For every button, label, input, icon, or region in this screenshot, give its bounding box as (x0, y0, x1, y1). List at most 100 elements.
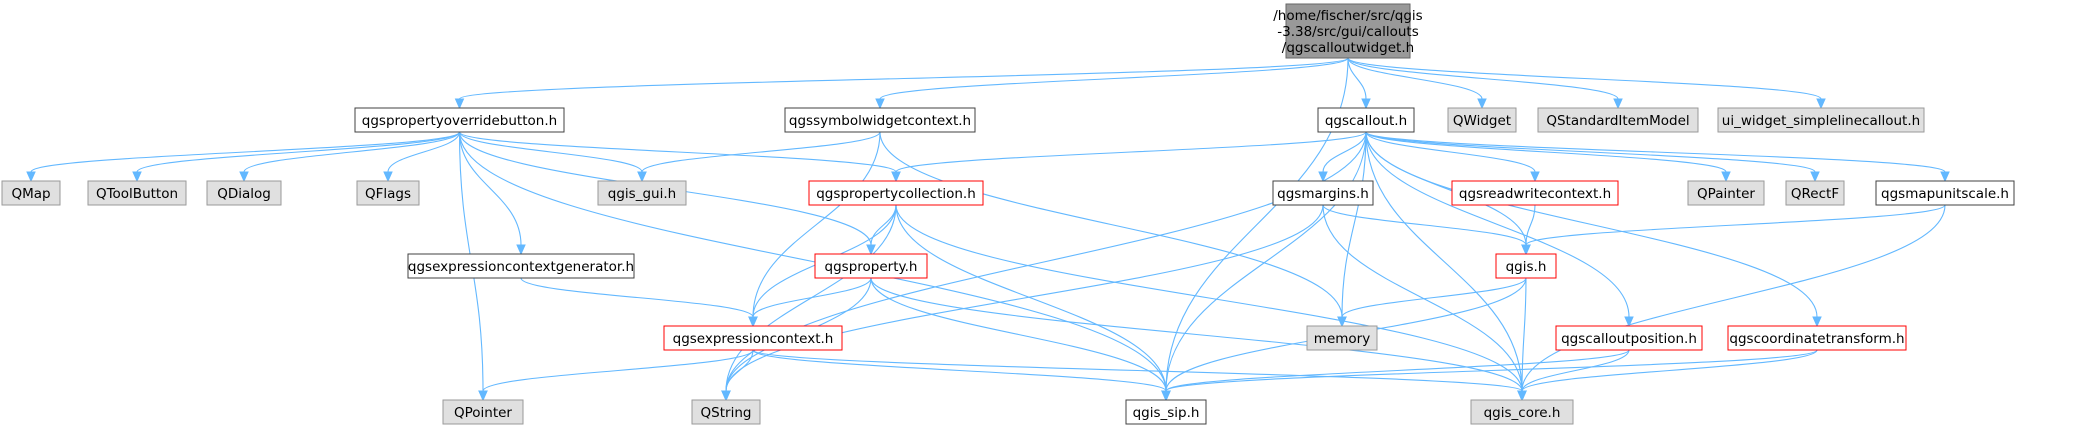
node-label: /home/fischer/src/qgis (1273, 8, 1422, 24)
edge-line (752, 131, 881, 318)
edge-line (1165, 131, 1367, 392)
node-label: QPointer (454, 405, 512, 421)
node-qgis_sip[interactable]: qgis_sip.h (1125, 399, 1207, 425)
node-label: qgspropertycollection.h (816, 186, 976, 202)
node-qgis_gui[interactable]: qgis_gui.h (597, 180, 687, 206)
node-box (1451, 180, 1619, 206)
edge-line (879, 131, 1343, 318)
edge-arrowhead (1477, 98, 1487, 110)
edge-qgscallout-to-qgsmargins (1318, 131, 1367, 183)
edge-line (1322, 204, 1527, 246)
node-QStandardItemModel[interactable]: QStandardItemModel (1537, 107, 1699, 133)
node-qgspropertycollection[interactable]: qgspropertycollection.h (808, 180, 984, 206)
node-qgscoordinatetransform[interactable]: qgscoordinatetransform.h (1727, 325, 1907, 351)
edge-line (1365, 131, 1816, 173)
node-root[interactable]: /home/fischer/src/qgis-3.38/src/gui/call… (1273, 3, 1423, 59)
node-label: memory (1314, 331, 1370, 347)
edge-line (1165, 349, 1818, 392)
edge-arrowhead (748, 316, 758, 328)
edge-line (458, 131, 643, 173)
node-qgsmapunitscale[interactable]: qgsmapunitscale.h (1875, 180, 2015, 206)
edge-root-to-qgscallout (1347, 57, 1371, 110)
node-label: qgis_core.h (1484, 405, 1561, 421)
edge-line (1521, 349, 1818, 392)
edge-qgspropertyoverridebutton-to-QFlags (383, 131, 461, 183)
node-qgspropertyoverridebutton[interactable]: qgspropertyoverridebutton.h (354, 107, 565, 133)
node-QPointer[interactable]: QPointer (442, 399, 524, 425)
node-QPainter[interactable]: QPainter (1687, 180, 1765, 206)
edge-arrowhead (26, 171, 36, 183)
node-ui_widget[interactable]: ui_widget_simplelinecallout.h (1717, 107, 1925, 133)
node-qgssymbolwidgetcontext[interactable]: qgssymbolwidgetcontext.h (784, 107, 976, 133)
nodes-layer: /home/fischer/src/qgis-3.38/src/gui/call… (1, 3, 2015, 425)
node-label: qgsproperty.h (825, 259, 918, 275)
node-qgscallout[interactable]: qgscallout.h (1317, 107, 1415, 133)
edge-line (1521, 277, 1527, 392)
edge-qgscallout-to-qgscalloutposition (1365, 131, 1634, 328)
edges-layer (26, 57, 1950, 402)
edge-qgsproperty-to-qgsexpressioncontext (748, 277, 872, 328)
node-box (1285, 3, 1411, 59)
edge-line (870, 277, 1523, 392)
edge-line (1365, 131, 1946, 173)
edge-qgsexpressioncontext-to-qgis_sip (752, 349, 1171, 402)
node-label: QFlags (365, 186, 411, 202)
node-label: QString (701, 405, 752, 421)
edge-arrowhead (1517, 390, 1527, 402)
edge-qgscoordinatetransform-to-qgis_sip (1161, 349, 1818, 402)
edge-qgscoordinatetransform-to-qgis_core (1517, 349, 1818, 402)
edge-line (1521, 204, 1946, 392)
edge-arrowhead (1812, 316, 1822, 328)
edge-qgsexpressioncontextgenerator-to-qgsexpressioncontext (520, 277, 758, 328)
edge-line (458, 131, 522, 246)
edge-line (482, 349, 754, 392)
node-QString[interactable]: QString (691, 399, 761, 425)
edge-line (725, 349, 754, 392)
node-box (1317, 107, 1415, 133)
edge-line (752, 349, 1523, 392)
node-qgsmargins[interactable]: qgsmargins.h (1272, 180, 1374, 206)
node-label: qgscallout.h (1325, 113, 1407, 129)
edge-arrowhead (637, 171, 647, 183)
edge-qgsmargins-to-QString (721, 204, 1324, 402)
node-QDialog[interactable]: QDialog (206, 180, 282, 206)
edge-line (30, 131, 461, 173)
edge-line (895, 204, 1523, 392)
node-QToolButton[interactable]: QToolButton (87, 180, 187, 206)
edge-line (243, 131, 461, 173)
edge-arrowhead (478, 390, 488, 402)
node-QWidget[interactable]: QWidget (1447, 107, 1517, 133)
edge-arrowhead (454, 98, 465, 110)
edge-line (387, 131, 461, 173)
node-qgsproperty[interactable]: qgsproperty.h (814, 253, 928, 279)
edge-qgscallout-to-qgsreadwritecontext (1365, 131, 1540, 183)
node-label: ui_widget_simplelinecallout.h (1722, 113, 1920, 129)
node-qgscalloutposition[interactable]: qgscalloutposition.h (1555, 325, 1703, 351)
edge-root-to-qgspropertyoverridebutton (454, 57, 1349, 110)
edge-qgscallout-to-qgscoordinatetransform (1365, 131, 1822, 328)
edge-qgspropertyoverridebutton-to-qgspropertycollection (458, 131, 901, 183)
node-qgsreadwritecontext[interactable]: qgsreadwritecontext.h (1451, 180, 1619, 206)
node-QMap[interactable]: QMap (1, 180, 61, 206)
node-QFlags[interactable]: QFlags (356, 180, 420, 206)
node-label: qgspropertyoverridebutton.h (362, 113, 557, 129)
edge-qgsmapunitscale-to-qgis (1521, 204, 1946, 256)
edge-arrowhead (1816, 98, 1826, 110)
node-qgsexpressioncontext[interactable]: qgsexpressioncontext.h (663, 325, 843, 351)
node-box (1875, 180, 2015, 206)
node-memory[interactable]: memory (1306, 325, 1378, 351)
edge-qgscallout-to-qgis_sip (1161, 131, 1367, 402)
edge-line (1365, 131, 1523, 392)
edge-arrowhead (1361, 98, 1371, 110)
node-qgis_core[interactable]: qgis_core.h (1470, 399, 1574, 425)
node-qgsexpressioncontextgenerator[interactable]: qgsexpressioncontextgenerator.h (407, 253, 635, 279)
node-QRectF[interactable]: QRectF (1785, 180, 1845, 206)
edge-qgspropertycollection-to-qgsproperty (866, 204, 897, 256)
node-qgis[interactable]: qgis.h (1495, 253, 1557, 279)
edge-qgscalloutposition-to-qgis_sip (1161, 349, 1630, 402)
edge-arrowhead (1337, 316, 1347, 328)
edge-line (1347, 57, 1619, 100)
node-label: qgscalloutposition.h (1561, 331, 1697, 347)
edge-line (1347, 57, 1483, 100)
